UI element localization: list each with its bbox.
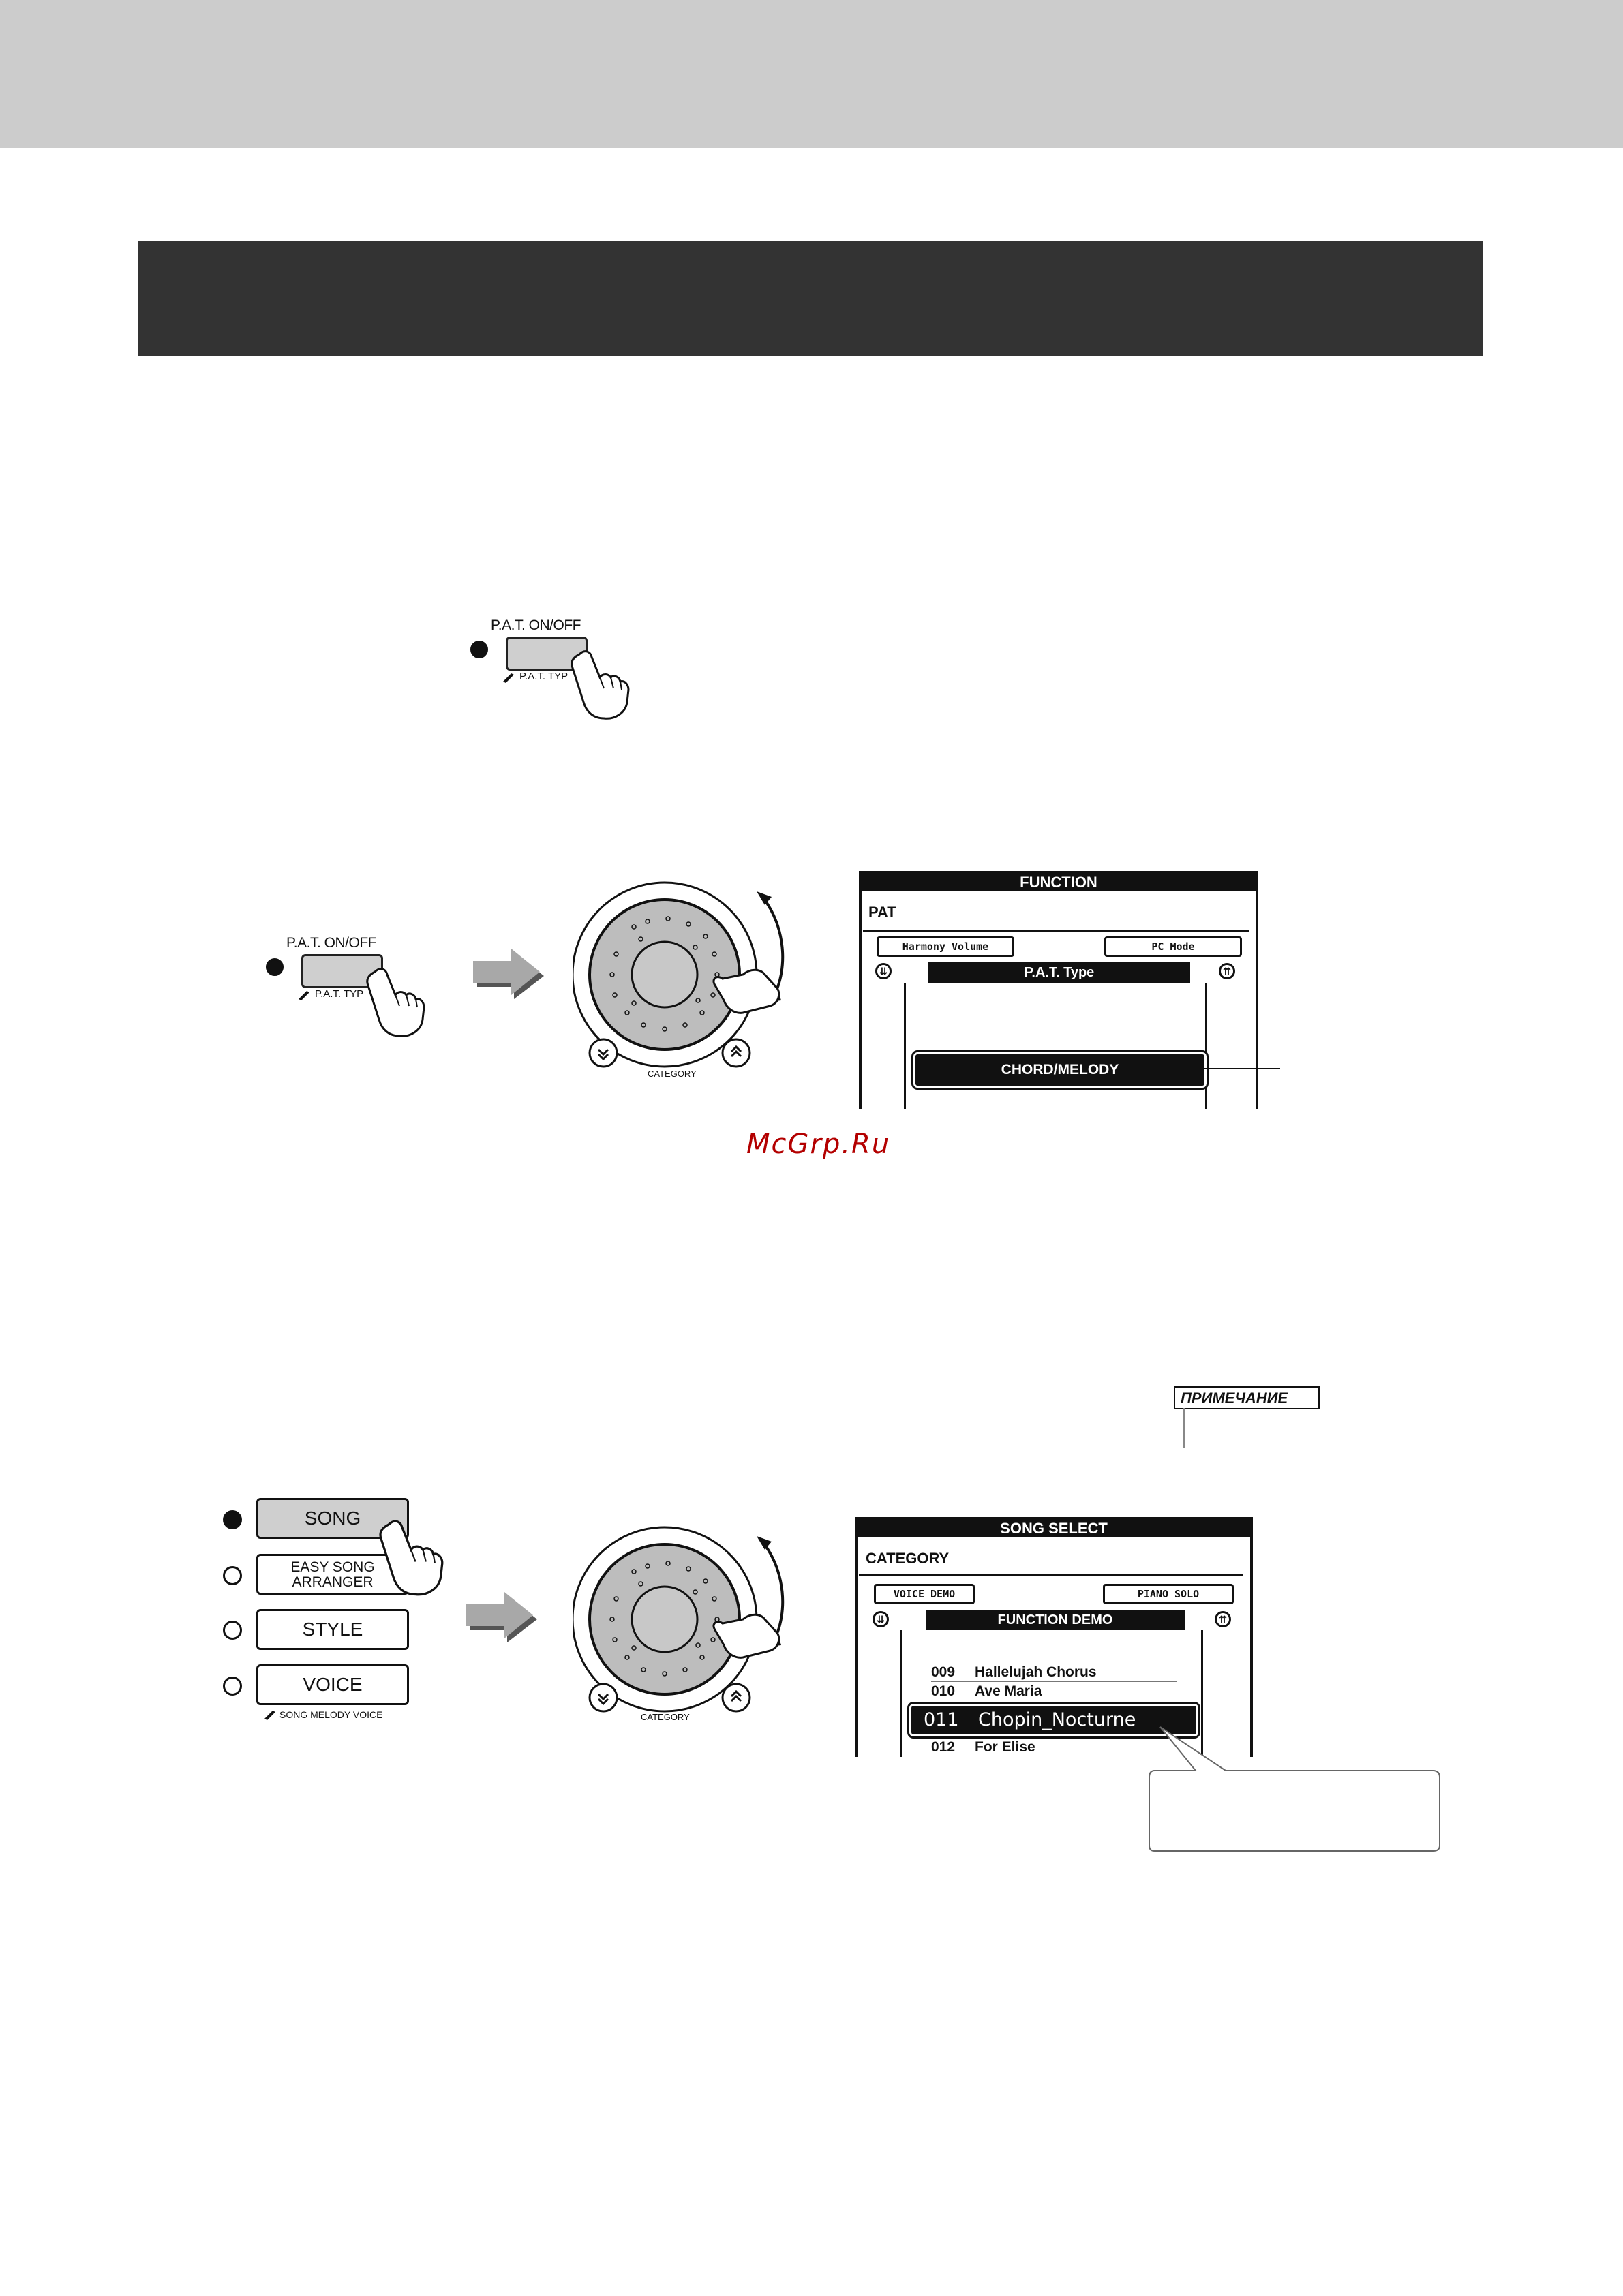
pat-led <box>470 641 488 658</box>
lcd-selected-category: FUNCTION DEMO <box>926 1610 1185 1630</box>
easy-song-arranger-line-1: EASY SONG <box>290 1559 375 1575</box>
lcd-inner-frame <box>859 1574 1243 1576</box>
note-tag-line <box>1183 1408 1185 1448</box>
lcd-inner-frame <box>863 930 1249 932</box>
function-lcd: FUNCTION PAT Harmony Volume PC Mode ⇊ ⇈ … <box>859 871 1258 1109</box>
song-led <box>223 1510 242 1529</box>
pointing-hand-icon <box>571 650 630 720</box>
song-number: 010 <box>931 1683 956 1699</box>
pat-on-off-button[interactable] <box>301 954 383 988</box>
section-title-bar <box>138 241 1483 356</box>
lcd-left-item: VOICE DEMO <box>874 1584 975 1604</box>
lcd-category: CATEGORY <box>866 1550 950 1567</box>
lcd-list-frame-left <box>904 983 906 1109</box>
lcd-category: PAT <box>868 904 896 921</box>
pen-icon <box>264 1711 275 1720</box>
data-dial-figure-3: CATEGORY <box>573 1524 804 1735</box>
song-name: Hallelujah Chorus <box>975 1664 1097 1680</box>
pat-on-off-label: P.A.T. ON/OFF <box>286 935 376 951</box>
pat-on-off-label: P.A.T. ON/OFF <box>491 617 581 633</box>
pat-type-sub-label: P.A.T. TYP <box>519 671 568 682</box>
voice-led <box>223 1677 242 1696</box>
song-name: Ave Maria <box>975 1683 1042 1699</box>
easy-song-arranger-line-2: ARRANGER <box>292 1574 374 1590</box>
lcd-selected-song: 011 Chopin_Nocturne <box>907 1702 1200 1739</box>
selected-song-name: Chopin_Nocturne <box>978 1709 1136 1730</box>
lcd-value: CHORD/MELODY <box>911 1050 1209 1090</box>
pat-button-figure-1: P.A.T. ON/OFF P.A.T. TYP <box>464 613 641 729</box>
category-label: CATEGORY <box>641 1712 690 1722</box>
category-up-icon: ⇈ <box>1219 963 1235 979</box>
lcd-list-frame-right <box>1201 1630 1203 1757</box>
pen-icon <box>503 673 514 683</box>
data-dial-figure-2: CATEGORY <box>573 879 804 1090</box>
pat-type-sub-label: P.A.T. TYP <box>315 988 364 1000</box>
selected-song-number: 011 <box>924 1709 959 1730</box>
pat-on-off-button[interactable] <box>506 637 588 671</box>
style-button[interactable]: STYLE <box>256 1609 409 1650</box>
lcd-right-item: PC Mode <box>1104 936 1242 957</box>
right-arrow-icon <box>466 1592 537 1642</box>
category-down-icon: ⇊ <box>875 963 892 979</box>
lcd-list-frame-left <box>900 1630 902 1757</box>
pat-button-figure-2: P.A.T. ON/OFF P.A.T. TYP <box>259 927 443 1043</box>
category-label: CATEGORY <box>648 1069 697 1079</box>
lcd-list-frame-right <box>1205 983 1207 1109</box>
lcd-right-item: PIANO SOLO <box>1103 1584 1234 1604</box>
data-dial[interactable] <box>573 1524 804 1735</box>
pointing-hand-icon <box>379 1520 444 1596</box>
easy-song-arranger-led <box>223 1566 242 1585</box>
pen-icon <box>299 991 309 1000</box>
song-number: 012 <box>931 1739 956 1755</box>
watermark: McGrp.Ru <box>746 1129 891 1160</box>
lcd-header: SONG SELECT <box>858 1520 1250 1537</box>
callout-bubble <box>1149 1726 1440 1852</box>
song-divider <box>931 1681 1177 1682</box>
song-melody-voice-label: SONG MELODY VOICE <box>279 1709 383 1720</box>
lcd-header: FUNCTION <box>862 874 1256 891</box>
lcd-selected-function: P.A.T. Type <box>928 962 1190 983</box>
category-up-icon: ⇈ <box>1215 1611 1231 1627</box>
note-tag-text: ПРИМЕЧАНИЕ <box>1181 1390 1288 1407</box>
song-select-lcd: SONG SELECT CATEGORY VOICE DEMO PIANO SO… <box>855 1517 1253 1757</box>
song-number: 009 <box>931 1664 956 1680</box>
pointing-hand-icon <box>366 968 425 1037</box>
callout-line <box>1201 1068 1280 1069</box>
song-name: For Elise <box>975 1739 1035 1755</box>
lcd-left-item: Harmony Volume <box>877 936 1014 957</box>
right-arrow-icon <box>473 949 544 999</box>
page-top-band <box>0 0 1623 148</box>
voice-button[interactable]: VOICE <box>256 1664 409 1705</box>
note-tag: ПРИМЕЧАНИЕ <box>1174 1386 1320 1409</box>
category-down-icon: ⇊ <box>873 1611 889 1627</box>
pat-led <box>266 958 284 976</box>
style-led <box>223 1621 242 1640</box>
data-dial[interactable] <box>573 879 804 1090</box>
